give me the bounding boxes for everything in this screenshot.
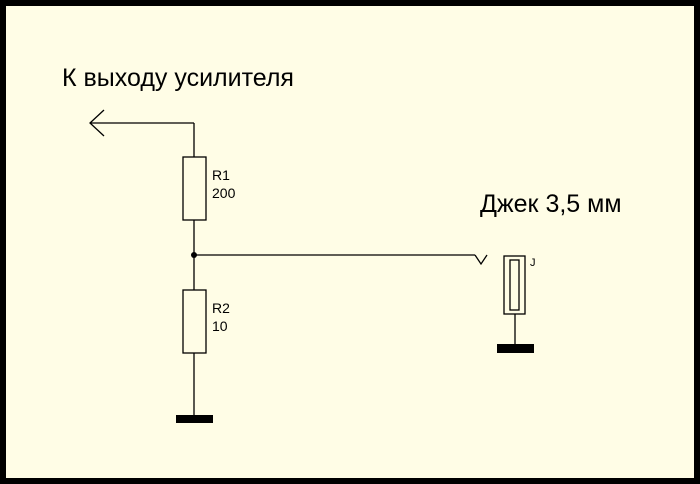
resistor-r1 [182,156,207,221]
schematic-canvas [6,6,694,478]
ground-symbol-r2-icon [176,415,213,423]
resistor-r2 [182,289,207,354]
jack-ref-label: J [530,257,536,269]
amplifier-output-label: К выходу усилителя [62,64,294,92]
r1-ref-label: R1 [212,167,230,183]
r1-value-label: 200 [212,185,236,201]
jack-body-outer [503,255,526,315]
jack-title-label: Джек 3,5 мм [480,190,622,218]
jack-body-inner [509,259,520,311]
r2-value-label: 10 [212,318,228,334]
jack-input-arrow-icon [474,254,488,266]
r2-ref-label: R2 [212,300,230,316]
ground-symbol-jack-icon [497,344,534,353]
